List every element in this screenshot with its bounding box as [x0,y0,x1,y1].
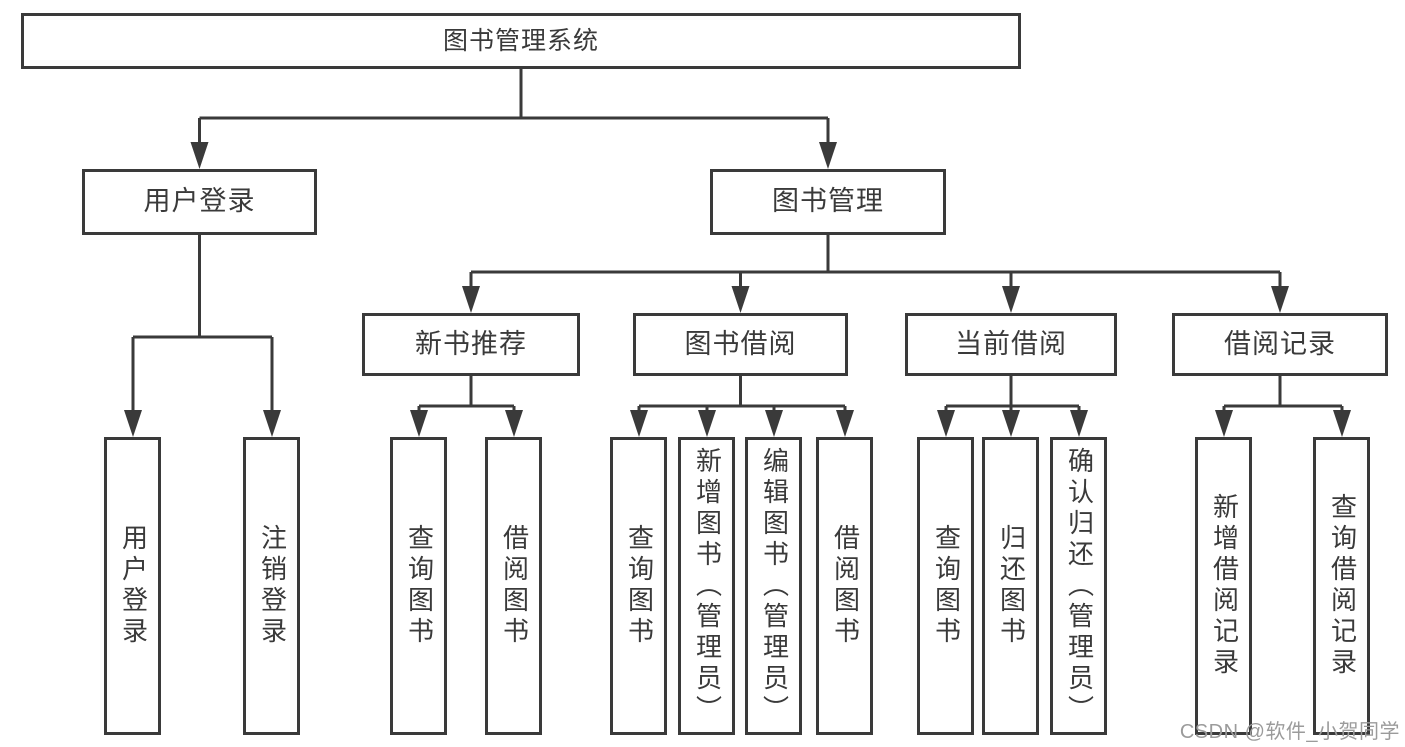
node-user-login: 用户登录 [82,169,317,235]
node-book-management: 图书管理 [710,169,946,235]
leaf-edit-book-admin: 编辑图书（管理员） [745,437,802,735]
leaf-user-login: 用户登录 [104,437,161,735]
watermark: CSDN @软件_小贺同学 [1179,721,1400,743]
node-borrowing-records: 借阅记录 [1172,313,1388,376]
arrowheads [124,142,1351,437]
arrowhead-down [698,410,716,437]
arrowhead-down [765,410,783,437]
arrowhead-down [836,410,854,437]
arrowhead-down [819,142,837,169]
connector-wires [131,69,1344,413]
node-current-borrowing: 当前借阅 [905,313,1117,376]
arrowhead-down [1002,410,1020,437]
arrowhead-down [410,410,428,437]
leaf-add-book-admin: 新增图书（管理员） [678,437,735,735]
leaf-borrow-books-recommend: 借阅图书 [485,437,542,735]
arrowhead-down [1215,410,1233,437]
leaf-query-borrowing-record: 查询借阅记录 [1313,437,1370,735]
leaf-query-books-borrow: 查询图书 [610,437,667,735]
arrowhead-down [190,142,209,169]
leaf-confirm-return-admin: 确认归还（管理员） [1050,437,1107,735]
leaf-query-books-current: 查询图书 [917,437,974,735]
arrowhead-down [1333,410,1351,437]
node-book-borrowing: 图书借阅 [633,313,848,376]
arrowhead-down [462,286,480,313]
arrowhead-down [937,410,955,437]
leaf-return-books: 归还图书 [982,437,1039,735]
node-library-management-system: 图书管理系统 [21,13,1021,69]
leaf-logout-login: 注销登录 [243,437,300,735]
arrowhead-down [124,410,142,437]
arrowhead-down [1271,286,1289,313]
arrowhead-down [630,410,648,437]
arrowhead-down [1070,410,1088,437]
leaf-add-borrowing-record: 新增借阅记录 [1195,437,1252,735]
arrowhead-down [1002,286,1020,313]
arrowhead-down [731,286,750,313]
leaf-query-books-recommend: 查询图书 [390,437,447,735]
arrowhead-down [263,410,281,437]
node-new-book-recommendation: 新书推荐 [362,313,580,376]
leaf-borrow-books-borrow: 借阅图书 [816,437,873,735]
arrowhead-down [505,410,523,437]
